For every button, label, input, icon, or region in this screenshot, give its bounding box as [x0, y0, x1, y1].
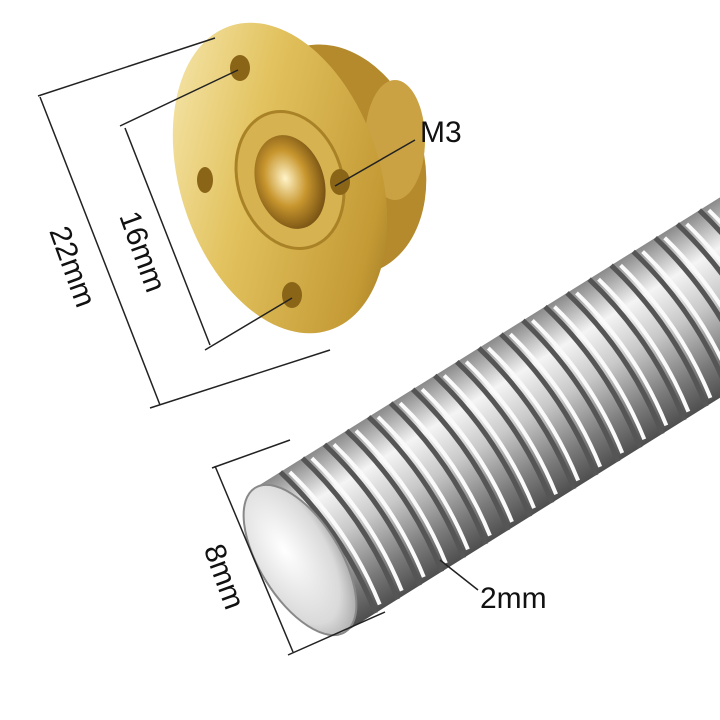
- thread-highlight: [641, 250, 720, 385]
- thread-ridge: [521, 318, 621, 463]
- thread-ridge: [433, 373, 533, 518]
- mounting-hole: [330, 169, 350, 195]
- brass-flange-nut: [172, 22, 427, 334]
- thread-ridge: [388, 401, 489, 546]
- thread-highlight: [420, 387, 514, 523]
- thread-ridge: [587, 277, 687, 422]
- dimension-lines: [37, 37, 479, 656]
- thread-ridge: [631, 249, 720, 394]
- thread-ridge: [278, 470, 378, 614]
- thread-highlight: [508, 332, 603, 468]
- thread-highlight: [464, 360, 558, 496]
- thread-highlight: [530, 319, 625, 454]
- thread-ridge: [410, 387, 511, 532]
- thread-highlight: [398, 401, 492, 537]
- thread-highlight: [376, 415, 470, 551]
- dimension-2mm: [439, 559, 479, 591]
- thread-ridge: [675, 222, 720, 366]
- thread-highlight: [288, 470, 382, 606]
- thread-highlight: [486, 346, 581, 482]
- thread-highlight: [354, 429, 448, 564]
- thread-ridge: [477, 346, 577, 490]
- thread-ridge: [697, 208, 720, 353]
- thread-ridge: [653, 235, 720, 380]
- thread-highlight: [597, 277, 691, 413]
- screw-end-face: [242, 483, 358, 637]
- dimension-16mm: [124, 127, 211, 346]
- thread-highlight: [310, 456, 404, 592]
- thread-ridge: [565, 291, 665, 435]
- thread-highlight: [553, 305, 647, 440]
- thread-ridge: [366, 415, 467, 559]
- thread-ridge: [543, 304, 643, 449]
- mounting-hole: [282, 282, 302, 308]
- thread-ridge: [455, 359, 555, 504]
- lead-screw: [242, 191, 720, 637]
- m3-leader: [334, 139, 416, 187]
- thread-pitch-label: 2mm: [480, 582, 547, 615]
- dimension-8mm: [214, 465, 294, 653]
- thread-highlight: [663, 236, 720, 372]
- thread-ridge: [300, 456, 400, 601]
- thread-ridge: [499, 332, 599, 477]
- thread-highlight: [442, 374, 536, 509]
- thread-highlight: [685, 222, 720, 358]
- mounting-hole: [230, 55, 250, 81]
- thread-highlight: [575, 291, 669, 427]
- thread-ridge: [322, 442, 422, 587]
- thread-ridge: [609, 263, 709, 408]
- mounting-hole: [197, 167, 213, 193]
- thread-highlight: [332, 443, 426, 578]
- thread-ridge: [344, 428, 445, 573]
- thread-highlight: [619, 263, 713, 399]
- dimension-22mm: [39, 96, 161, 406]
- screw-hole-label: M3: [420, 116, 462, 149]
